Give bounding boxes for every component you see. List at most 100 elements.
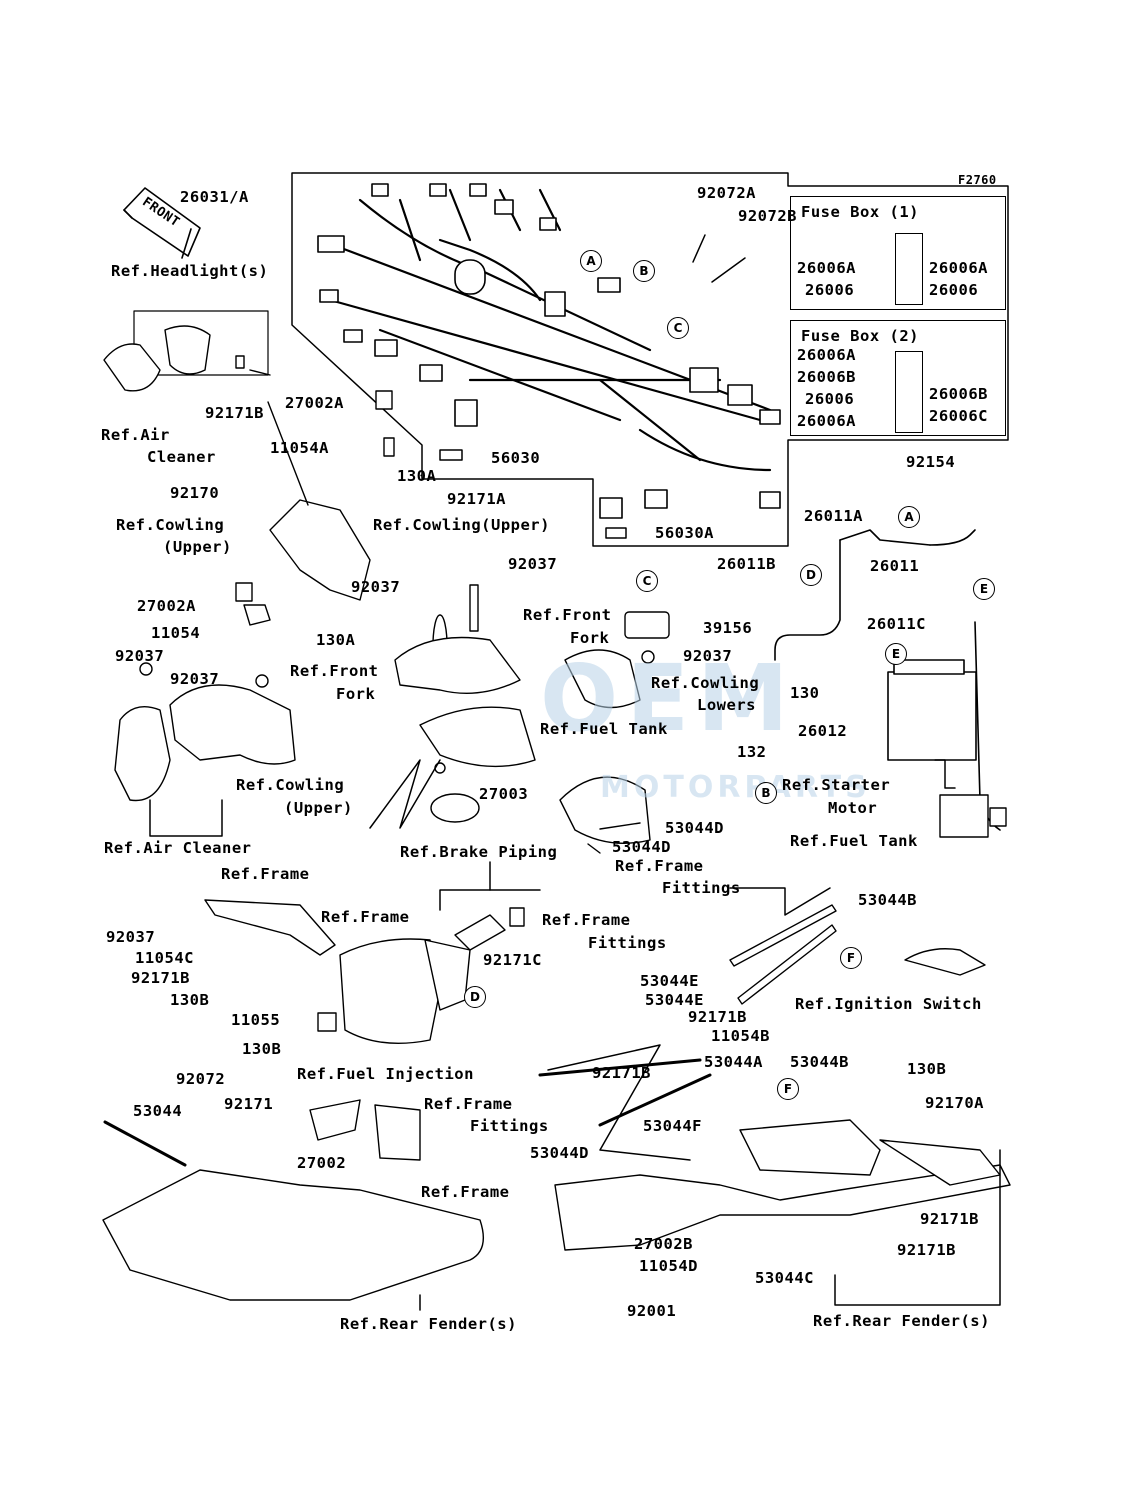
label-11054c: 11054C xyxy=(135,949,194,967)
front-arrow-sign xyxy=(123,187,201,259)
callout-d-2: D xyxy=(464,986,486,1008)
callout-f-2: F xyxy=(777,1078,799,1100)
callout-a-2: A xyxy=(898,506,920,528)
air-cleaner-cowling xyxy=(114,662,296,802)
label-ref-cowling-upper-a1: Ref.Cowling xyxy=(116,516,225,534)
callout-b-1: B xyxy=(633,260,655,282)
label-92037-b: 92037 xyxy=(351,578,401,596)
callout-b-2: B xyxy=(755,782,777,804)
rear-fender-bracket-right xyxy=(834,1149,1001,1306)
label-ref-fuel-injection: Ref.Fuel Injection xyxy=(297,1065,474,1083)
label-ref-frame-fittings-c1: Ref.Frame xyxy=(424,1095,513,1113)
label-53044c: 53044C xyxy=(755,1269,814,1287)
label-ref-cowling-upper-b: Ref.Cowling(Upper) xyxy=(373,516,550,534)
label-ref-frame-fittings-a1: Ref.Frame xyxy=(615,857,704,875)
frame-fittings-bracket xyxy=(729,887,831,916)
fuse-box-2: Fuse Box (2) 26006A 26006B 26006 26006A … xyxy=(790,320,1006,436)
label-ref-frame-c: Ref.Frame xyxy=(421,1183,510,1201)
label-27002a-a: 27002A xyxy=(285,394,344,412)
label-ref-frame-fittings-a2: Fittings xyxy=(662,879,741,897)
fuse-box-2-title: Fuse Box (2) xyxy=(801,327,919,345)
label-53044e-b: 53044E xyxy=(645,991,704,1009)
callout-a-1: A xyxy=(580,250,602,272)
frame-right xyxy=(554,1119,1011,1251)
figure-code: F2760 xyxy=(958,173,997,187)
label-92171a: 92171A xyxy=(447,490,506,508)
label-ref-front-fork-a2: Fork xyxy=(570,629,610,647)
headlight-assembly xyxy=(103,310,271,392)
fuse-box-1-left-2: 26006 xyxy=(805,281,855,299)
cowling-bracket xyxy=(235,390,395,626)
label-ref-frame-fittings-b2: Fittings xyxy=(588,934,667,952)
callout-f-1: F xyxy=(840,947,862,969)
callout-e-2: E xyxy=(885,643,907,665)
label-ref-air-cleaner-b: Ref.Air Cleaner xyxy=(104,839,252,857)
label-ref-frame-fittings-c2: Fittings xyxy=(470,1117,549,1135)
label-26011b: 26011B xyxy=(717,555,776,573)
label-ref-front-fork-a1: Ref.Front xyxy=(523,606,612,624)
label-ref-frame-a: Ref.Frame xyxy=(221,865,310,883)
label-ref-headlights: Ref.Headlight(s) xyxy=(111,262,269,280)
fuse-box-2-right-1: 26006B xyxy=(929,385,988,403)
label-53044e-a: 53044E xyxy=(640,972,699,990)
label-ref-frame-b: Ref.Frame xyxy=(321,908,410,926)
label-53044d-a: 53044D xyxy=(665,819,724,837)
harness-connectors xyxy=(317,183,781,519)
label-92171b-a: 92171B xyxy=(205,404,264,422)
label-27002a-b: 27002A xyxy=(137,597,196,615)
fuse-box-1-left-1: 26006A xyxy=(797,259,856,277)
callout-d-1: D xyxy=(800,564,822,586)
label-92154: 92154 xyxy=(906,453,956,471)
label-130b-c: 130B xyxy=(907,1060,947,1078)
brake-piping-bracket xyxy=(439,861,491,911)
label-26031a: 26031/A xyxy=(180,188,249,206)
fuse-box-1-title: Fuse Box (1) xyxy=(801,203,919,221)
label-ref-air-cleaner-2: Cleaner xyxy=(147,448,216,466)
cowling-upper-bracket-lines xyxy=(369,759,441,829)
callout-c-1: C xyxy=(667,317,689,339)
label-92171b-c: 92171B xyxy=(688,1008,747,1026)
fuse-box-2-left-2: 26006B xyxy=(797,368,856,386)
watermark-main: OEM xyxy=(540,645,797,752)
label-11054b: 11054B xyxy=(711,1027,770,1045)
label-27003: 27003 xyxy=(479,785,529,803)
label-53044: 53044 xyxy=(133,1102,183,1120)
tie-strap-92072b xyxy=(711,257,746,283)
label-ref-cowling-upper-c2: (Upper) xyxy=(284,799,353,817)
label-92171b-e: 92171B xyxy=(920,1210,979,1228)
label-92171c: 92171C xyxy=(483,951,542,969)
starter-relay xyxy=(939,794,1007,838)
fuse-box-2-right-2: 26006C xyxy=(929,407,988,425)
label-27002b: 27002B xyxy=(634,1235,693,1253)
label-92171: 92171 xyxy=(224,1095,274,1113)
label-56030: 56030 xyxy=(491,449,541,467)
label-92001: 92001 xyxy=(627,1302,677,1320)
label-27002: 27002 xyxy=(297,1154,347,1172)
label-ref-starter-motor-2: Motor xyxy=(828,799,878,817)
label-92170: 92170 xyxy=(170,484,220,502)
label-ref-ignition-switch: Ref.Ignition Switch xyxy=(795,995,982,1013)
fuse-box-1-body xyxy=(895,233,923,305)
fuse-box-2-left-1: 26006A xyxy=(797,346,856,364)
front-fork-parts xyxy=(394,584,670,854)
fuse-box-2-left-4: 26006A xyxy=(797,412,856,430)
label-11054: 11054 xyxy=(151,624,201,642)
frame-fittings-c-lines xyxy=(547,1044,691,1161)
label-ref-fuel-tank-a: Ref.Fuel Tank xyxy=(540,720,668,738)
label-ref-cowling-lowers-2: Lowers xyxy=(697,696,756,714)
label-ref-fuel-tank-b: Ref.Fuel Tank xyxy=(790,832,918,850)
label-92171b-d: 92171B xyxy=(592,1064,651,1082)
label-130a-a: 130A xyxy=(397,467,437,485)
label-92072a: 92072A xyxy=(697,184,756,202)
label-ref-brake-piping: Ref.Brake Piping xyxy=(400,843,558,861)
label-ref-rear-fenders-b: Ref.Rear Fender(s) xyxy=(813,1312,990,1330)
label-92037-e: 92037 xyxy=(170,670,220,688)
label-ref-rear-fenders-a: Ref.Rear Fender(s) xyxy=(340,1315,517,1333)
label-53044f: 53044F xyxy=(643,1117,702,1135)
label-26012: 26012 xyxy=(798,722,848,740)
label-92170a: 92170A xyxy=(925,1094,984,1112)
label-ref-air-cleaner-1: Ref.Air xyxy=(101,426,170,444)
label-ref-cowling-upper-a2: (Upper) xyxy=(163,538,232,556)
fuse-box-2-body xyxy=(895,351,923,433)
side-strips xyxy=(729,904,837,1005)
